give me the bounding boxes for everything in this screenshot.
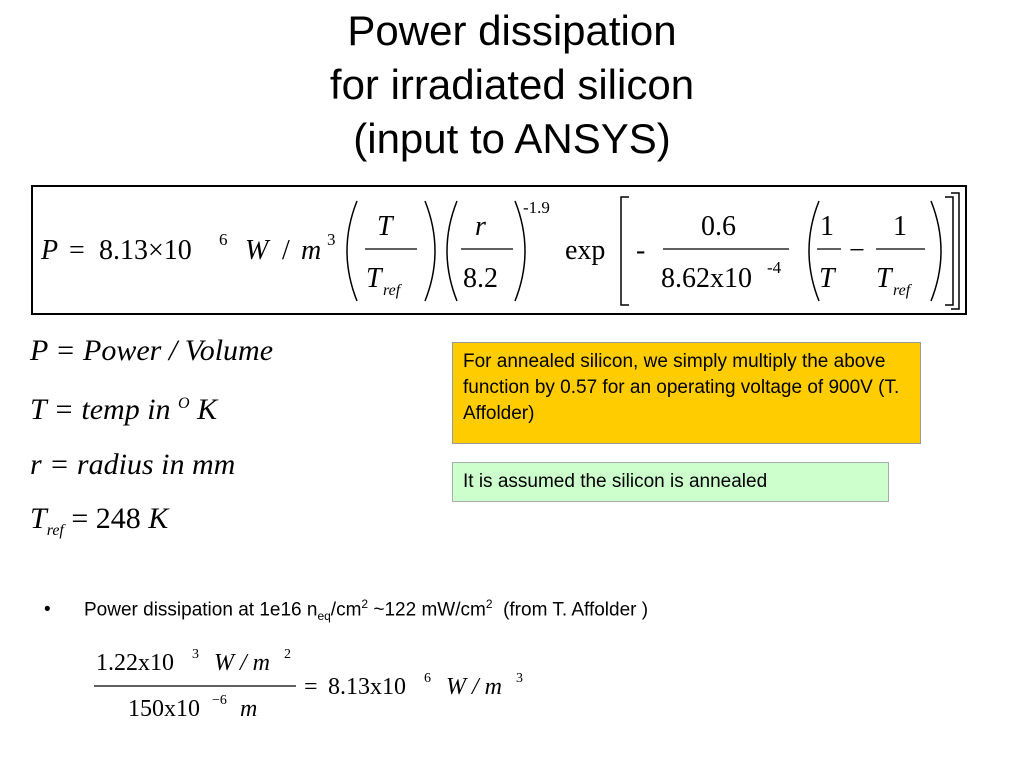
calc-result: 8.13x10 <box>328 674 406 700</box>
formula-tref2-sub: ref <box>893 282 913 299</box>
paren-left-3 <box>808 200 820 302</box>
paren-left-2 <box>446 200 458 302</box>
paren-left-1 <box>346 200 358 302</box>
title-line-2: for irradiated silicon <box>329 61 695 108</box>
title-line-3: (input to ANSYS) <box>353 115 671 162</box>
formula-power: -1.9 <box>523 198 550 217</box>
definition-tref: Tref = 248 K <box>30 502 168 540</box>
calc-result-exp: 6 <box>424 671 431 686</box>
bullet-sub: eq <box>317 609 331 624</box>
formula-p: P <box>40 235 58 266</box>
formula-den-exp: -4 <box>767 258 782 277</box>
bullet-pre: Power dissipation at 1e16 n <box>84 599 318 621</box>
calc-num-exp: 3 <box>192 647 199 662</box>
calc-den-unit: m <box>240 696 257 722</box>
power-formula-box: P = 8.13×10 6 W / m 3 T T ref r 8.2 -1.9… <box>31 185 967 315</box>
formula-tref2-t: T <box>876 263 894 294</box>
annealed-note: For annealed silicon, we simply multiply… <box>452 342 921 444</box>
definition-t-pre: T = temp in <box>30 393 179 426</box>
definition-r: r = radius in mm <box>30 448 236 481</box>
formula-t: T <box>377 211 395 242</box>
formula-coef: 8.13×10 <box>99 235 192 266</box>
bullet-sup1: 2 <box>361 597 369 611</box>
formula-eq: = <box>69 235 85 266</box>
power-formula: P = 8.13×10 6 W / m 3 T T ref r 8.2 -1.9… <box>40 192 960 310</box>
formula-tref-t: T <box>366 263 384 294</box>
formula-exp: exp <box>565 235 605 266</box>
bracket-left <box>620 196 629 306</box>
bullet-dot: • <box>44 599 51 621</box>
formula-r-den: 8.2 <box>463 263 498 294</box>
formula-den-base: 8.62x10 <box>661 263 752 294</box>
calc-result-unit-exp: 3 <box>516 671 523 686</box>
formula-one-b: 1 <box>893 211 907 242</box>
calc-num: 1.22x10 <box>96 650 174 676</box>
calculation-equation: 1.22x10 3 W / m 2 150x10 −6 m = 8.13x10 … <box>94 647 523 722</box>
definition-tref-t: T <box>30 502 47 535</box>
definition-tref-unit: K <box>140 502 169 535</box>
slide-title: Power dissipation for irradiated silicon… <box>0 4 1024 166</box>
formula-tref-sub: ref <box>383 282 403 299</box>
calc-num-unit-exp: 2 <box>284 647 291 662</box>
calc-result-unit: W / m <box>446 674 502 700</box>
bracket-right-inner <box>945 196 954 306</box>
bullet-item: •Power dissipation at 1e16 neq/cm2 ~122 … <box>44 597 648 623</box>
formula-minus: − <box>849 235 865 266</box>
formula-minus-sign: - <box>636 235 645 266</box>
paren-right-1 <box>424 200 436 302</box>
paren-right-3 <box>930 200 942 302</box>
bullet-mid2: ~122 mW/cm <box>368 599 486 621</box>
calculation: 1.22x10 3 W / m 2 150x10 −6 m = 8.13x10 … <box>90 640 550 730</box>
formula-unit-m: m <box>301 235 321 266</box>
formula-unit-exp: 3 <box>327 230 336 249</box>
calc-eq: = <box>304 674 318 700</box>
bracket-right-outer <box>951 192 960 310</box>
bullet-mid1: /cm <box>330 599 362 621</box>
definition-tref-val: 248 <box>95 502 141 535</box>
title-line-1: Power dissipation <box>347 7 677 54</box>
assumption-note: It is assumed the silicon is annealed <box>452 462 889 502</box>
bullet-sup2: 2 <box>485 597 493 611</box>
calc-num-unit: W / m <box>214 650 270 676</box>
definition-t: T = temp in O K <box>30 393 217 427</box>
formula-num-06: 0.6 <box>701 211 736 242</box>
definition-tref-sub: ref <box>46 522 64 539</box>
formula-coef-exp: 6 <box>219 230 228 249</box>
calc-den: 150x10 <box>128 696 200 722</box>
definition-tref-eq: = <box>63 502 96 535</box>
formula-one-a: 1 <box>820 211 834 242</box>
definition-t-sup: O <box>178 395 190 412</box>
bullet-post: (from T. Affolder ) <box>492 599 649 621</box>
formula-t-b: T <box>819 263 837 294</box>
formula-unit-w: W <box>245 235 271 266</box>
definition-t-post: K <box>189 393 218 426</box>
calc-den-exp: −6 <box>212 693 227 708</box>
paren-right-2 <box>514 200 526 302</box>
definition-p: P = Power / Volume <box>30 334 274 367</box>
formula-slash: / <box>282 235 290 266</box>
formula-r: r <box>475 211 486 242</box>
